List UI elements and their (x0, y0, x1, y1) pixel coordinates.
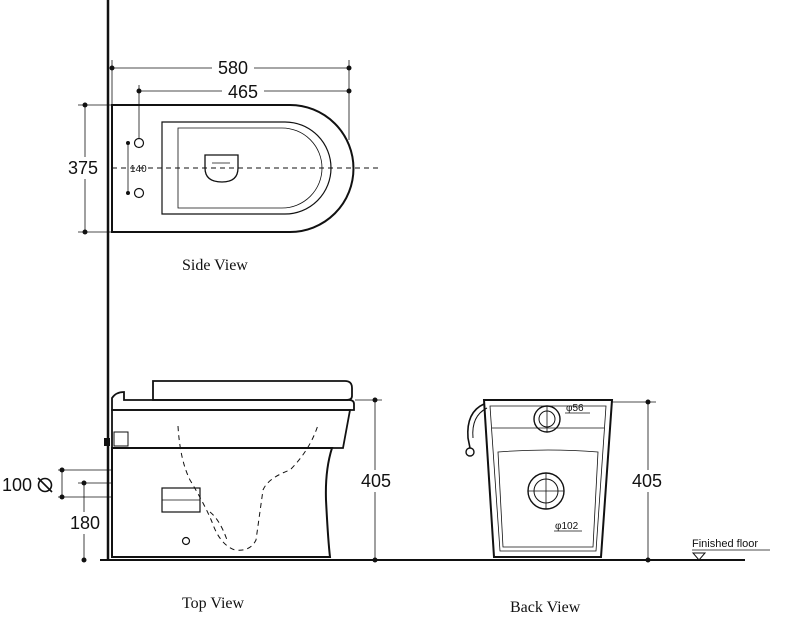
hose-connector (465, 447, 475, 457)
dim-100: 100 (2, 475, 32, 495)
bowl-outline (111, 104, 355, 233)
side-view-caption: Side View (182, 257, 248, 274)
top-view-caption: Top View (182, 595, 245, 612)
dim-phi102: φ102 (555, 521, 579, 532)
side-view-drawing: 580 465 375 140 Side View (62, 56, 380, 274)
seat-cover (152, 380, 353, 401)
fixing-hole-top (133, 137, 145, 149)
bowl-inner (177, 127, 323, 209)
trapway (177, 424, 319, 551)
rim-band (111, 409, 352, 449)
back-view-caption: Back View (510, 599, 581, 616)
dim-phi56: φ56 (566, 403, 584, 414)
outlet-shape (204, 154, 239, 183)
finished-floor-label: Finished floor (692, 538, 758, 550)
floor-marker-icon (691, 552, 707, 561)
dim-405-top: 405 (361, 471, 391, 491)
top-view-drawing: 405 100 180 Top View (2, 380, 396, 612)
bowl-body (111, 447, 334, 558)
diameter-symbol (37, 477, 53, 493)
fixing-hole-bottom (133, 187, 145, 199)
wall-bracket (113, 431, 129, 447)
hose (467, 403, 485, 449)
back-inner (489, 405, 607, 552)
seat-ring (111, 391, 355, 411)
back-body (482, 399, 614, 558)
bowl-rim (161, 121, 332, 215)
back-view-drawing: φ56 φ102 405 Finished floor Back View (465, 399, 770, 616)
dim-375: 375 (68, 158, 98, 178)
dim-140: 140 (130, 164, 147, 175)
dim-405-back: 405 (632, 471, 662, 491)
dim-580: 580 (218, 58, 248, 78)
fixing-hole-side (181, 536, 191, 546)
dim-180: 180 (70, 513, 100, 533)
dim-465: 465 (228, 82, 258, 102)
